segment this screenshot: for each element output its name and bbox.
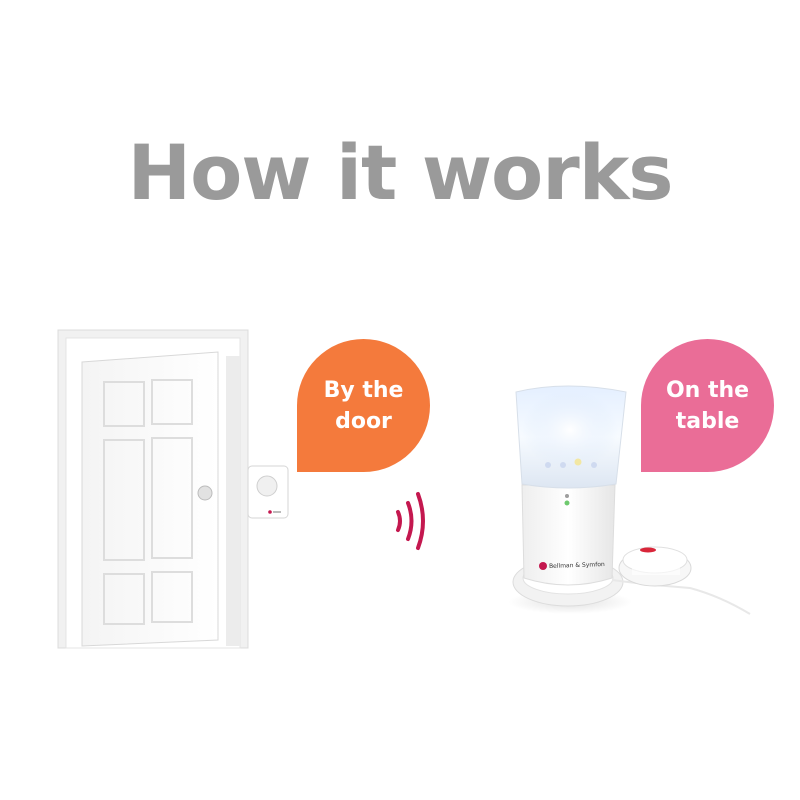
bubble-door: By the door [297, 339, 430, 472]
door-panel [81, 351, 219, 647]
wireless-signal-icon [396, 492, 425, 550]
doorbell-transmitter [247, 465, 289, 519]
door-illustration [57, 329, 289, 649]
page-title: How it works [127, 128, 673, 217]
bubble-door-line2: door [335, 408, 392, 434]
door-knob [197, 485, 213, 501]
bubble-table-line1: On the [665, 377, 750, 403]
status-led [564, 500, 570, 506]
pendant-transmitter [611, 546, 751, 615]
brand-logo-icon [539, 562, 547, 570]
lamp-receiver [508, 385, 632, 614]
bubble-door-line1: By the [323, 377, 404, 403]
bubble-table: On the table [641, 339, 774, 472]
bubble-table-line2: table [675, 408, 740, 434]
